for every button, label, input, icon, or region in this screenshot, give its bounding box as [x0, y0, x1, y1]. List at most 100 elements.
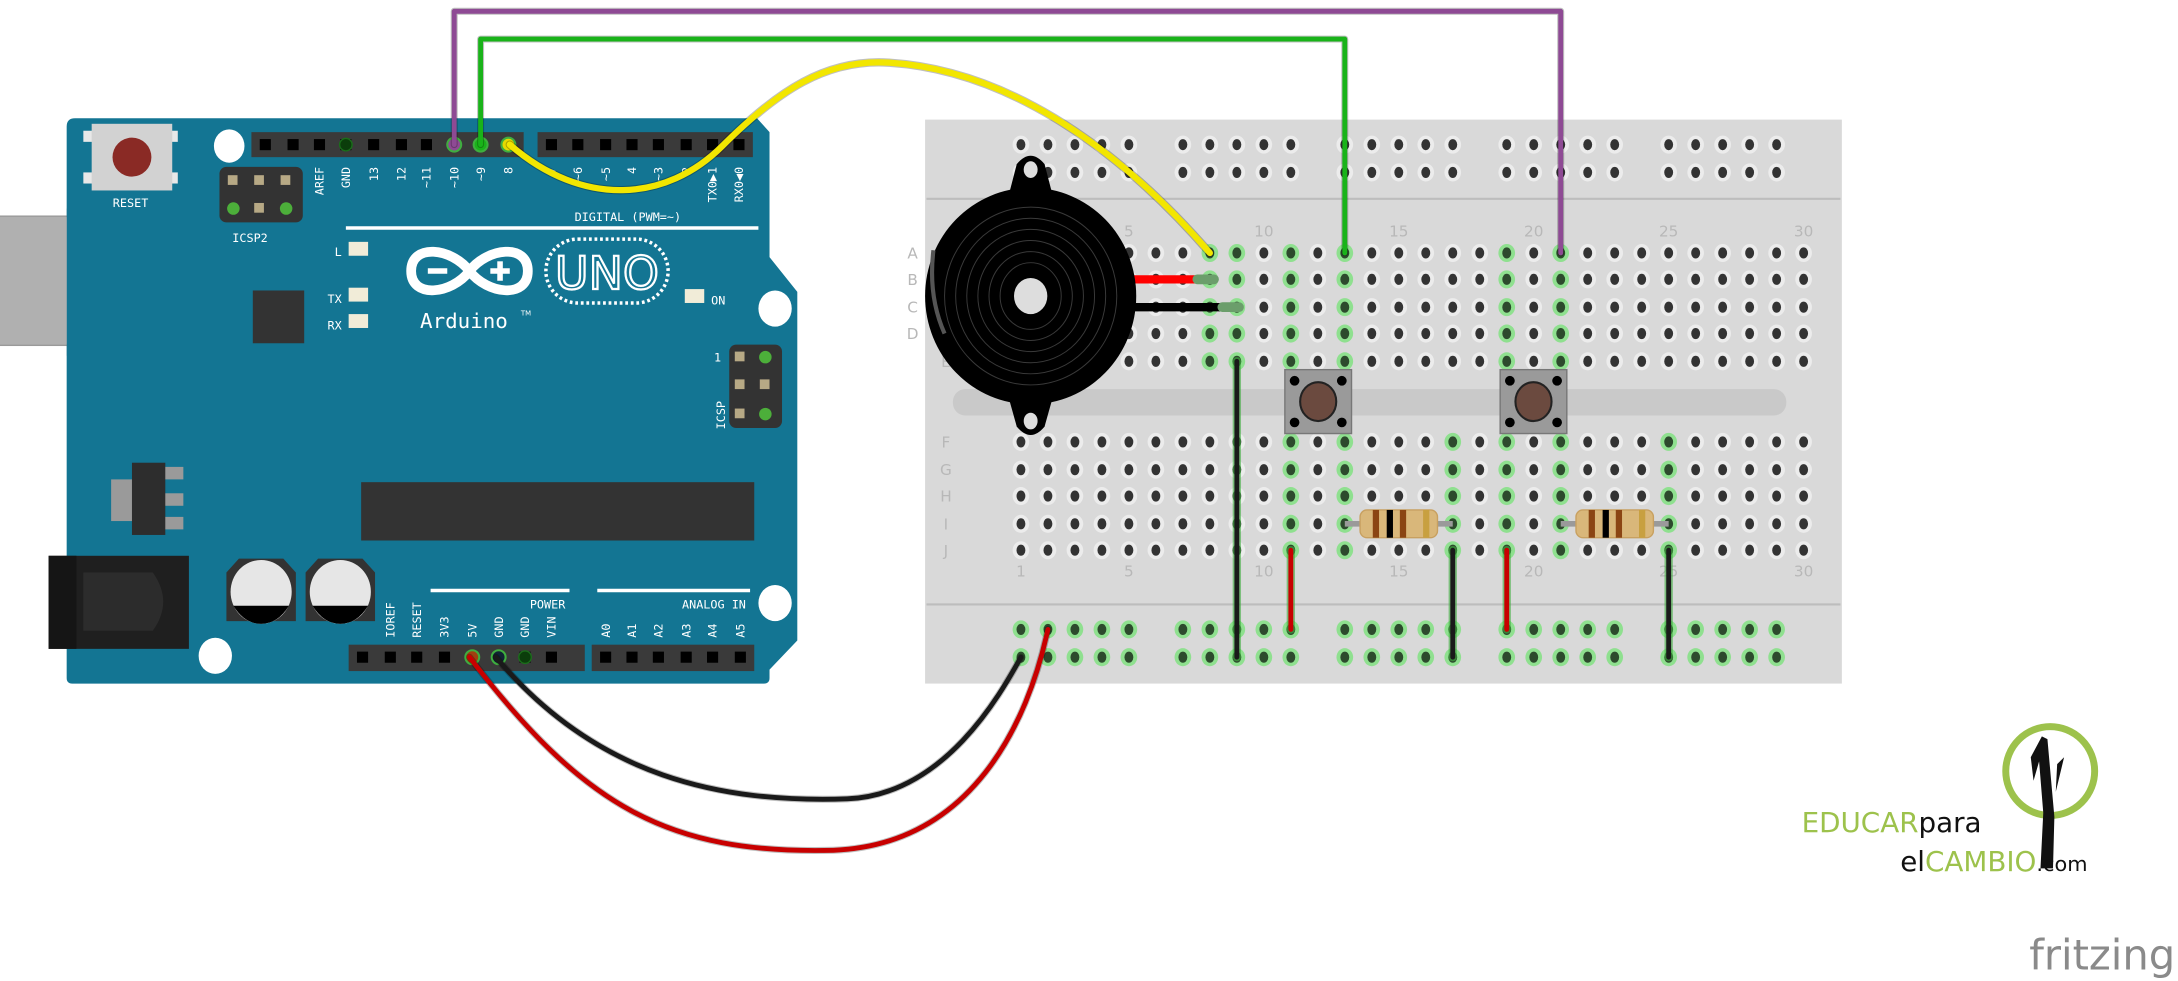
breadboard-hole[interactable]: [1714, 135, 1731, 154]
breadboard-hole[interactable]: [1201, 541, 1219, 560]
breadboard-hole[interactable]: [1471, 541, 1489, 560]
breadboard-hole[interactable]: [1498, 514, 1516, 533]
digital-pin[interactable]: [420, 139, 432, 151]
breadboard-hole[interactable]: [1552, 541, 1570, 560]
breadboard-hole[interactable]: [1255, 270, 1273, 289]
breadboard-hole[interactable]: [1525, 163, 1543, 182]
wire-pin8-to-col8[interactable]: [505, 58, 1215, 258]
breadboard-hole[interactable]: [1660, 460, 1678, 479]
breadboard-hole[interactable]: [1741, 163, 1758, 182]
breadboard-hole[interactable]: [1471, 487, 1489, 506]
breadboard-hole[interactable]: [1498, 324, 1516, 343]
breadboard-hole[interactable]: [1363, 432, 1381, 451]
breadboard-hole[interactable]: [1390, 487, 1408, 506]
breadboard-hole[interactable]: [1498, 298, 1516, 317]
breadboard-hole[interactable]: [1336, 460, 1354, 479]
breadboard-hole[interactable]: [1714, 648, 1731, 667]
breadboard-hole[interactable]: [1606, 298, 1624, 317]
breadboard-hole[interactable]: [1687, 487, 1704, 506]
breadboard-hole[interactable]: [1741, 352, 1758, 371]
pushbutton[interactable]: [1499, 368, 1568, 435]
breadboard-hole[interactable]: [1120, 487, 1138, 506]
breadboard-hole[interactable]: [1768, 460, 1785, 479]
breadboard-hole[interactable]: [1444, 460, 1462, 479]
breadboard-hole[interactable]: [1606, 270, 1624, 289]
breadboard-hole[interactable]: [1606, 352, 1624, 371]
breadboard-hole[interactable]: [1633, 298, 1651, 317]
breadboard-hole[interactable]: [1471, 270, 1489, 289]
breadboard-hole[interactable]: [1417, 460, 1435, 479]
breadboard-hole[interactable]: [1201, 460, 1219, 479]
digital-pin[interactable]: [626, 139, 638, 151]
breadboard-hole[interactable]: [1309, 487, 1327, 506]
breadboard-hole[interactable]: [1120, 648, 1138, 667]
breadboard-hole[interactable]: [1147, 487, 1165, 506]
breadboard-hole[interactable]: [1768, 298, 1785, 317]
breadboard-hole[interactable]: [1660, 324, 1678, 343]
breadboard-hole[interactable]: [1741, 298, 1758, 317]
breadboard-hole[interactable]: [1606, 487, 1624, 506]
breadboard-hole[interactable]: [1795, 487, 1812, 506]
breadboard-hole[interactable]: [1012, 620, 1030, 639]
breadboard-hole[interactable]: [1309, 514, 1327, 533]
breadboard-hole[interactable]: [1228, 324, 1246, 343]
breadboard-hole[interactable]: [1660, 163, 1678, 182]
breadboard-hole[interactable]: [1741, 324, 1758, 343]
breadboard-hole[interactable]: [1714, 514, 1731, 533]
breadboard-hole[interactable]: [1768, 324, 1785, 343]
breadboard-hole[interactable]: [1714, 541, 1731, 560]
breadboard-hole[interactable]: [1255, 135, 1273, 154]
breadboard-hole[interactable]: [1282, 352, 1300, 371]
breadboard-hole[interactable]: [1309, 432, 1327, 451]
breadboard-hole[interactable]: [1579, 648, 1597, 667]
breadboard-hole[interactable]: [1606, 243, 1624, 263]
breadboard-hole[interactable]: [1309, 324, 1327, 343]
breadboard-hole[interactable]: [1336, 324, 1354, 343]
breadboard-hole[interactable]: [1741, 432, 1758, 451]
breadboard-hole[interactable]: [1093, 487, 1111, 506]
breadboard-hole[interactable]: [1498, 243, 1516, 263]
breadboard-hole[interactable]: [1390, 620, 1408, 639]
breadboard-hole[interactable]: [1309, 541, 1327, 560]
analog-pin[interactable]: [600, 651, 612, 663]
breadboard-hole[interactable]: [1660, 432, 1678, 451]
breadboard-hole[interactable]: [1579, 432, 1597, 451]
breadboard-hole[interactable]: [1444, 243, 1462, 263]
breadboard-hole[interactable]: [1741, 270, 1758, 289]
breadboard-hole[interactable]: [1795, 352, 1812, 371]
breadboard-hole[interactable]: [1066, 432, 1084, 451]
breadboard-hole[interactable]: [1525, 514, 1543, 533]
breadboard-hole[interactable]: [1147, 432, 1165, 451]
analog-pin[interactable]: [626, 651, 638, 663]
analog-pin[interactable]: [707, 651, 719, 663]
breadboard-hole[interactable]: [1714, 352, 1731, 371]
breadboard-hole[interactable]: [1471, 514, 1489, 533]
breadboard-hole[interactable]: [1768, 620, 1785, 639]
breadboard-hole[interactable]: [1093, 432, 1111, 451]
breadboard-hole[interactable]: [1147, 324, 1165, 343]
breadboard-hole[interactable]: [1768, 163, 1785, 182]
breadboard-hole[interactable]: [1417, 324, 1435, 343]
power-pin[interactable]: [518, 650, 532, 665]
breadboard-hole[interactable]: [1498, 460, 1516, 479]
breadboard-hole[interactable]: [1390, 432, 1408, 451]
breadboard-hole[interactable]: [1012, 487, 1030, 506]
breadboard-hole[interactable]: [1687, 352, 1704, 371]
breadboard-hole[interactable]: [1498, 352, 1516, 371]
breadboard-hole[interactable]: [1498, 432, 1516, 451]
breadboard-hole[interactable]: [1147, 460, 1165, 479]
breadboard-hole[interactable]: [1525, 487, 1543, 506]
breadboard-hole[interactable]: [1282, 135, 1300, 154]
digital-pin[interactable]: [338, 137, 353, 152]
breadboard-hole[interactable]: [1606, 460, 1624, 479]
breadboard-hole[interactable]: [1363, 135, 1381, 154]
breadboard-hole[interactable]: [1039, 460, 1057, 479]
breadboard-hole[interactable]: [1660, 243, 1678, 263]
breadboard-hole[interactable]: [1579, 135, 1597, 154]
breadboard-hole[interactable]: [1363, 541, 1381, 560]
breadboard-hole[interactable]: [1741, 460, 1758, 479]
breadboard-hole[interactable]: [1336, 541, 1354, 560]
breadboard-hole[interactable]: [1444, 352, 1462, 371]
breadboard-hole[interactable]: [1525, 432, 1543, 451]
breadboard-hole[interactable]: [1282, 460, 1300, 479]
